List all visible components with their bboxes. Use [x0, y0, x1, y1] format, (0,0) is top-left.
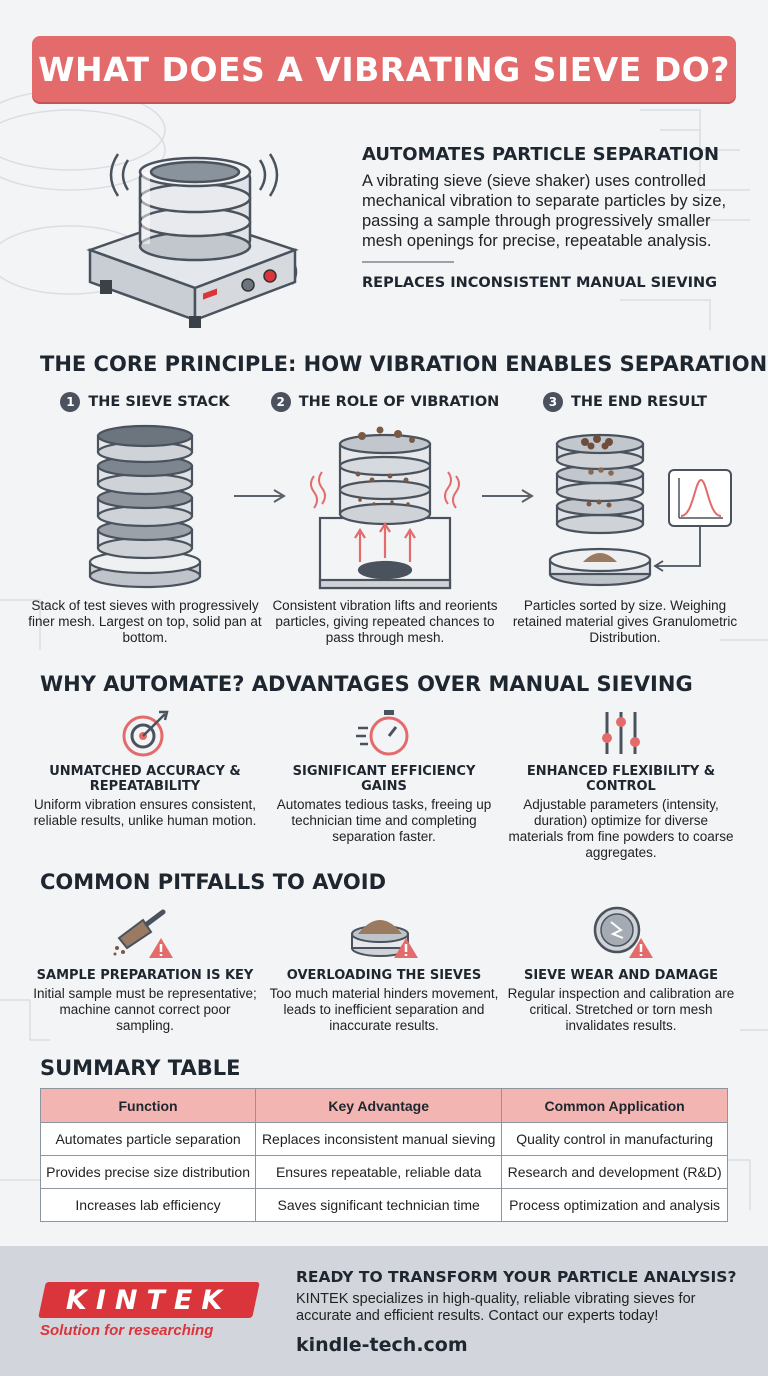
table-row: Automates particle separation Replaces i… — [39, 1122, 728, 1156]
stopwatch-icon — [356, 710, 409, 756]
step-end-result: 3 THE END RESULT Particles sorted by size… — [500, 392, 750, 646]
table-cell: Provides precise size distribution — [39, 1155, 257, 1189]
pitfall-sieve-wear: SIEVE WEAR AND DAMAGE Regular inspection… — [506, 904, 736, 1034]
advantage-efficiency: SIGNIFICANT EFFICIENCY GAINS Automates t… — [269, 708, 499, 845]
pitfall-heading: SAMPLE PREPARATION IS KEY — [36, 968, 254, 983]
table-cell: Replaces inconsistent manual sieving — [255, 1122, 503, 1156]
advantage-flexibility: ENHANCED FLEXIBILITY & CONTROL Adjustabl… — [506, 708, 736, 861]
brand-tagline: Solution for researching — [40, 1322, 214, 1339]
step-heading: THE SIEVE STACK — [88, 394, 230, 410]
pitfall-heading: SIEVE WEAR AND DAMAGE — [523, 968, 719, 983]
overloaded-sieve-warning-icon — [351, 920, 418, 958]
step-number: 2 — [270, 392, 291, 412]
pitfall-text: Regular inspection and calibration are c… — [507, 986, 735, 1033]
advantage-accuracy: UNMATCHED ACCURACY & REPEATABILITY Unifo… — [30, 708, 260, 829]
arrow-right-icon — [482, 489, 534, 503]
advantage-heading: ENHANCED FLEXIBILITY & CONTROL — [526, 764, 716, 794]
table-cell: Automates particle separation — [39, 1122, 257, 1156]
pitfall-heading: OVERLOADING THE SIEVES — [286, 968, 482, 983]
summary-title: SUMMARY TABLE — [40, 1056, 241, 1080]
pitfalls-title: COMMON PITFALLS TO AVOID — [40, 870, 387, 894]
pitfall-overloading: OVERLOADING THE SIEVES Too much material… — [269, 904, 499, 1034]
sieve-shaker-illustration — [86, 153, 299, 328]
vibrating-sieve-icon — [310, 426, 460, 590]
sliders-icon — [602, 712, 640, 754]
table-cell: Quality control in manufacturing — [501, 1122, 728, 1156]
advantage-text: Automates tedious tasks, freeing up tech… — [276, 797, 492, 844]
advantage-text: Adjustable parameters (intensity, durati… — [508, 797, 734, 860]
intro-heading: AUTOMATES PARTICLE SEPARATION — [362, 144, 720, 165]
torn-mesh-warning-icon — [593, 906, 653, 958]
advantage-heading: UNMATCHED ACCURACY & REPEATABILITY — [49, 764, 241, 794]
table-cell: Saves significant technician time — [255, 1188, 503, 1222]
pitfall-text: Too much material hinders movement, lead… — [269, 986, 499, 1033]
brand-name: KINTEK — [66, 1284, 232, 1316]
intro-subheading: REPLACES INCONSISTENT MANUAL SIEVING — [362, 275, 718, 291]
divider — [362, 261, 454, 263]
table-row: Increases lab efficiency Saves significa… — [39, 1188, 728, 1222]
intro-body: A vibrating sieve (sieve shaker) uses co… — [362, 172, 727, 250]
call-to-action: READY TO TRANSFORM YOUR PARTICLE ANALYSI… — [296, 1268, 746, 1356]
table-cell: Process optimization and analysis — [501, 1188, 728, 1222]
step-number: 1 — [60, 392, 81, 412]
target-icon — [122, 710, 169, 757]
step-text: Consistent vibration lifts and reorients… — [272, 598, 498, 645]
step-text: Particles sorted by size. Weighing retai… — [512, 598, 738, 645]
website-link[interactable]: kindle-tech.com — [296, 1334, 468, 1356]
advantages-title: WHY AUTOMATE? ADVANTAGES OVER MANUAL SIE… — [40, 672, 693, 696]
step-heading: THE END RESULT — [570, 394, 708, 410]
principle-title: THE CORE PRINCIPLE: HOW VIBRATION ENABLE… — [40, 352, 768, 376]
title-banner: WHAT DOES A VIBRATING SIEVE DO? — [32, 36, 736, 102]
sieve-stack-icon — [88, 424, 202, 589]
column-header: Key Advantage — [255, 1088, 503, 1123]
cta-heading: READY TO TRANSFORM YOUR PARTICLE ANALYSI… — [296, 1268, 737, 1286]
step-heading: THE ROLE OF VIBRATION — [298, 394, 500, 410]
logo-plate: KINTEK — [38, 1282, 260, 1318]
step-number: 3 — [542, 392, 563, 412]
pitfall-text: Initial sample must be representative; m… — [33, 986, 257, 1033]
column-header: Common Application — [501, 1088, 728, 1123]
arrow-right-icon — [234, 489, 286, 503]
step-sieve-stack: 1 THE SIEVE STACK Stack of test sieves wi… — [20, 392, 270, 646]
advantage-text: Uniform vibration ensures consistent, re… — [33, 797, 257, 828]
cta-body: KINTEK specializes in high-quality, reli… — [296, 1291, 696, 1324]
intro-section: AUTOMATES PARTICLE SEPARATION A vibratin… — [362, 144, 732, 291]
sorted-sieves-icon — [548, 433, 732, 587]
summary-table: Function Key Advantage Common Applicatio… — [39, 1088, 728, 1222]
table-cell: Ensures repeatable, reliable data — [255, 1155, 503, 1189]
scoop-warning-icon — [113, 909, 173, 958]
table-header-row: Function Key Advantage Common Applicatio… — [39, 1088, 728, 1123]
page-title: WHAT DOES A VIBRATING SIEVE DO? — [38, 49, 730, 89]
column-header: Function — [39, 1088, 257, 1123]
table-cell: Research and development (R&D) — [501, 1155, 728, 1189]
advantage-heading: SIGNIFICANT EFFICIENCY GAINS — [292, 764, 476, 794]
pitfall-sample-preparation: SAMPLE PREPARATION IS KEY Initial sample… — [30, 904, 260, 1034]
table-row: Provides precise size distribution Ensur… — [39, 1155, 728, 1189]
table-cell: Increases lab efficiency — [39, 1188, 257, 1222]
kintek-logo[interactable]: KINTEK Solution for researching — [36, 1282, 260, 1339]
step-text: Stack of test sieves with progressively … — [28, 598, 262, 645]
